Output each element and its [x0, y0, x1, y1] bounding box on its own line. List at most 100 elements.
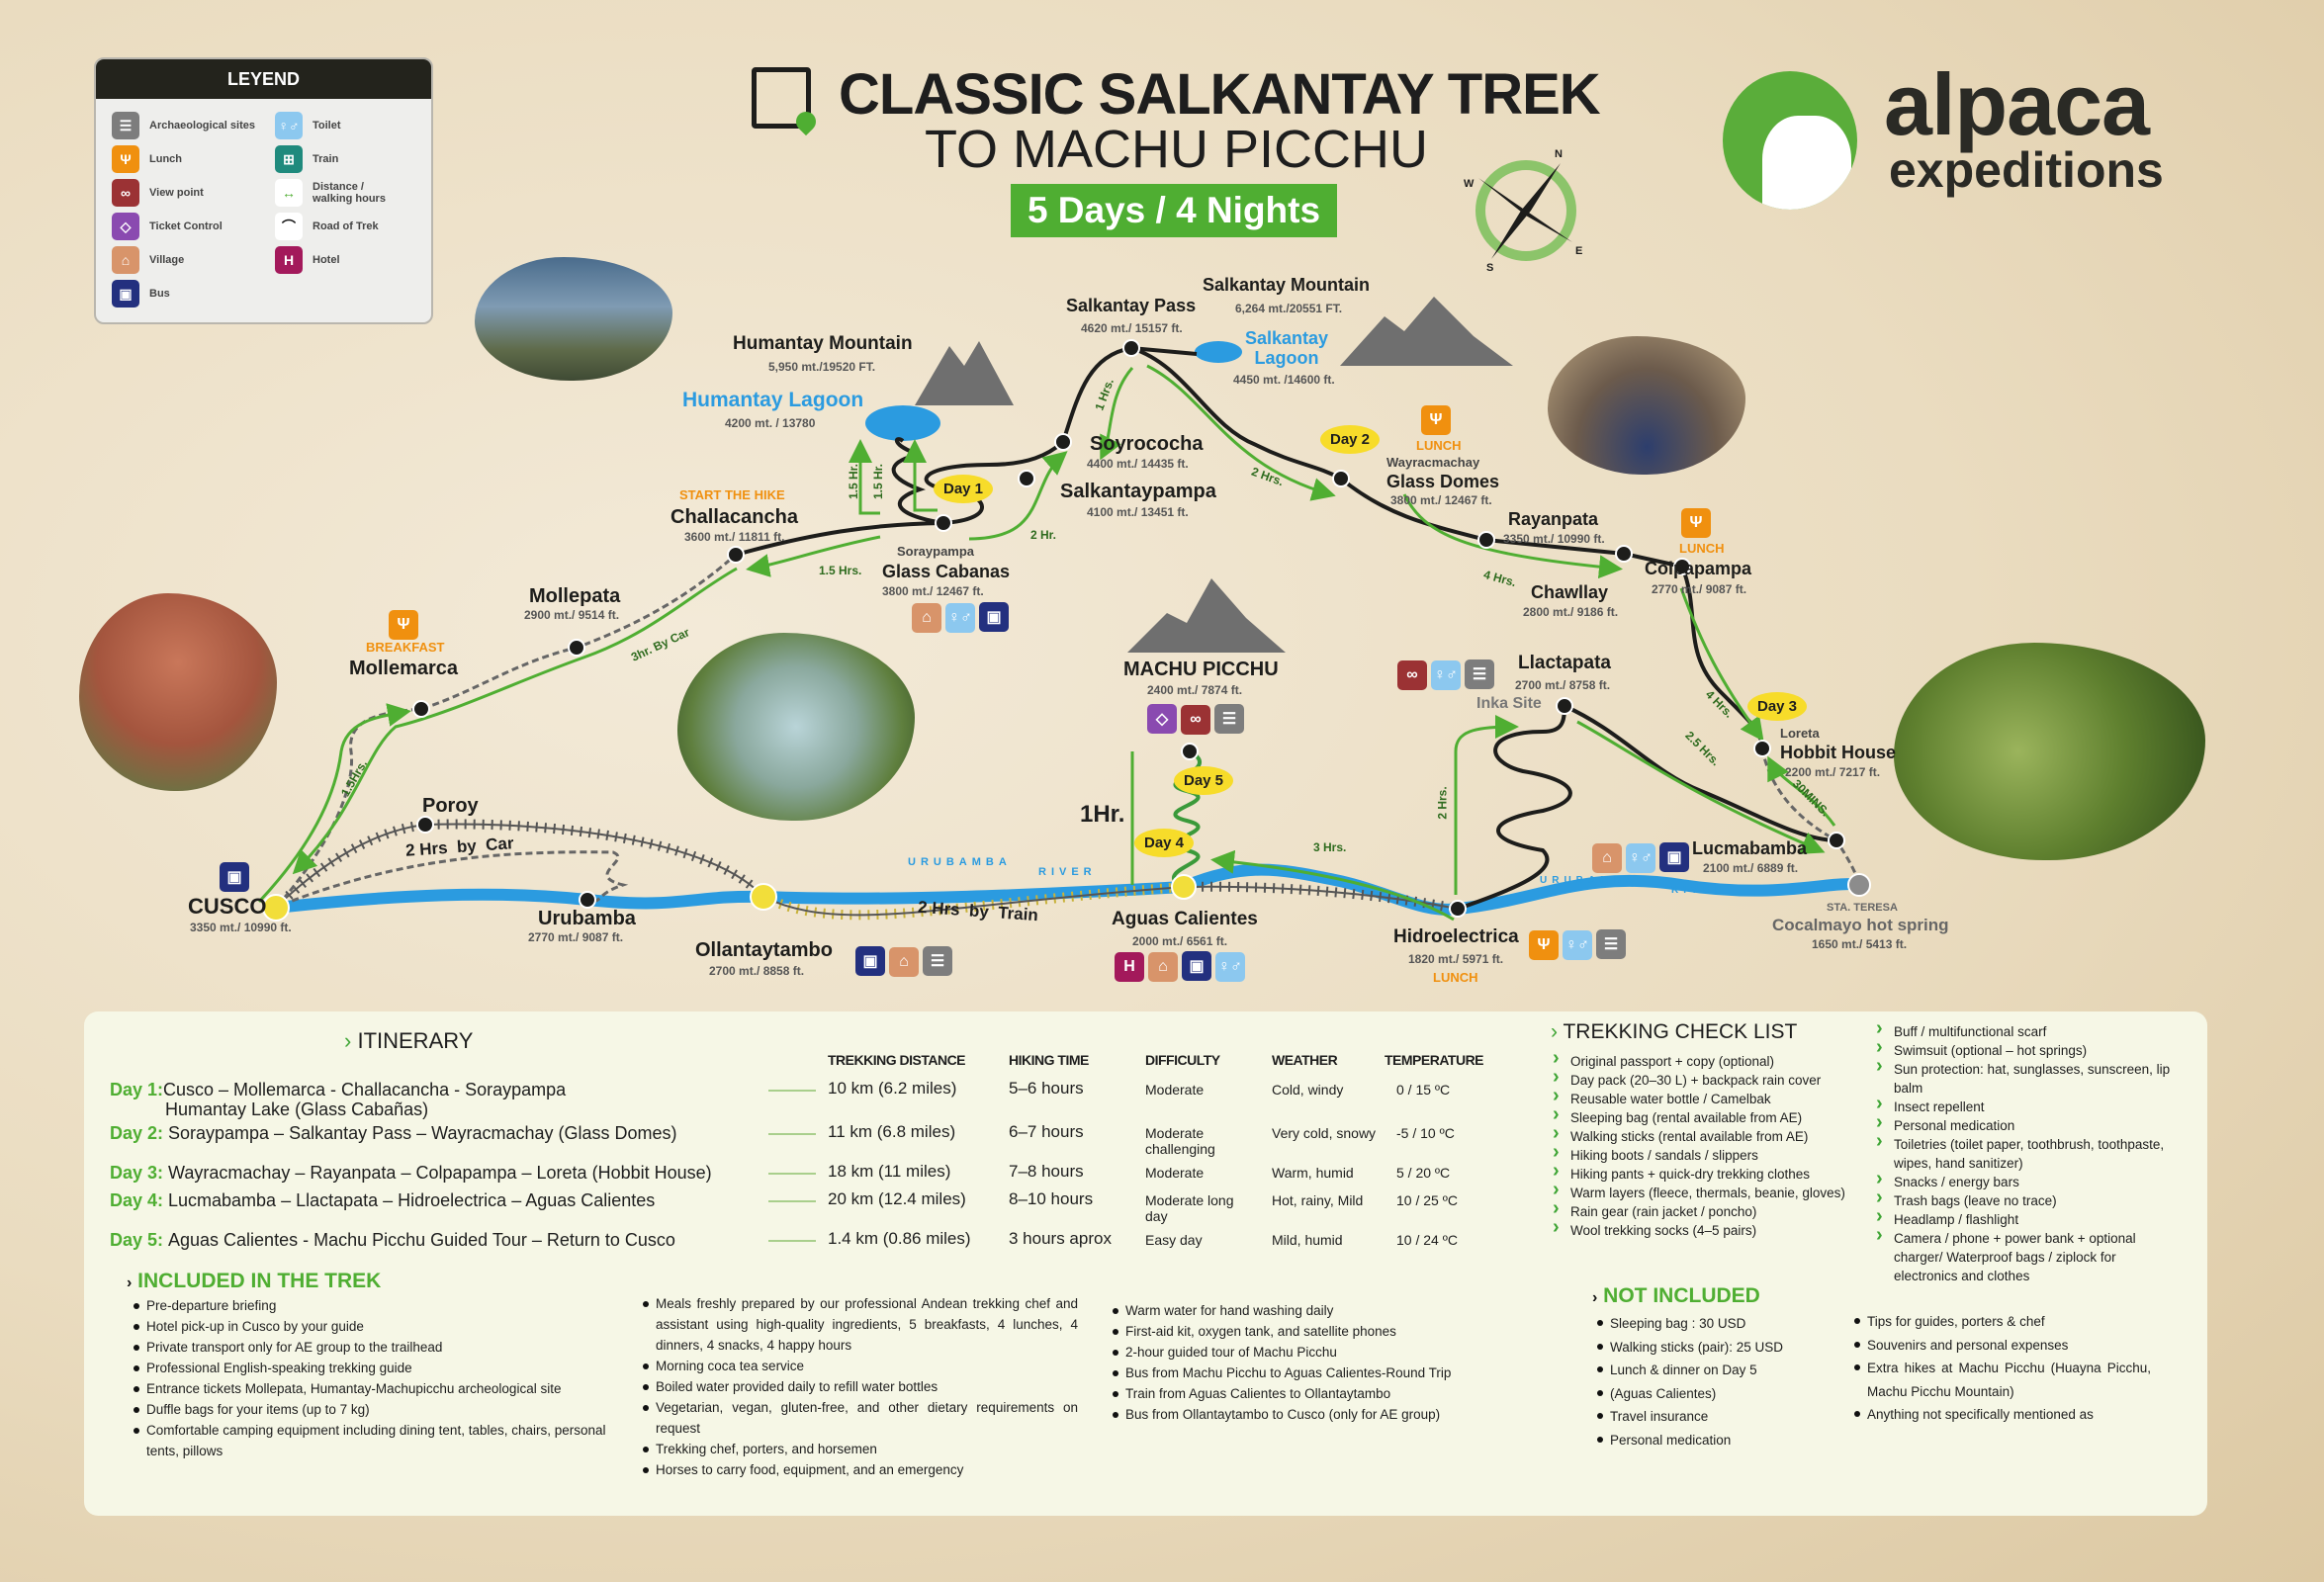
duration-label: 1.5 Hr.	[847, 463, 861, 500]
checklist-title: TREKKING CHECK LIST	[1563, 1020, 1798, 1043]
list-item: Sun protection: hat, sunglasses, sunscre…	[1874, 1057, 2176, 1098]
altitude: 4100 mt./ 13451 ft.	[1087, 505, 1189, 519]
town-stops	[262, 874, 1197, 922]
list-item: Hotel pick-up in Cusco by your guide	[134, 1316, 638, 1337]
aguas-calientes-icons: H⌂▣♀♂	[1115, 951, 1249, 982]
village-icon: ⌂	[889, 947, 919, 977]
legend-label: Distance / walking hours	[313, 181, 386, 205]
inka-site-label: Inka Site	[1476, 695, 1542, 712]
legend-label: Road of Trek	[313, 220, 379, 232]
glass-domes-label: Glass Domes	[1386, 472, 1500, 491]
route: Cusco – Mollemarca - Challacancha - Sora…	[163, 1080, 567, 1099]
included-heading: › INCLUDED IN THE TREK	[127, 1270, 382, 1292]
toilet-icon: ♀♂	[1563, 930, 1592, 960]
duration-label: 1Hr.	[1080, 801, 1125, 828]
ticket-icon: ◇	[112, 213, 139, 240]
cell-distance: 11 km (6.8 miles)	[828, 1122, 956, 1141]
lunch-label: LUNCH	[1433, 970, 1478, 985]
archaeological-icon: ☰	[923, 946, 952, 976]
hobbit-house-label: Hobbit House	[1780, 743, 1896, 762]
sta-teresa-stop	[1847, 873, 1871, 897]
road-icon: ⌒	[275, 213, 303, 240]
archaeological-icon: ☰	[112, 112, 139, 139]
route: Soraypampa – Salkantay Pass – Wayracmach…	[168, 1123, 677, 1143]
not-included-heading: › NOT INCLUDED	[1592, 1284, 1760, 1307]
list-item: Insect repellent	[1874, 1095, 2176, 1116]
legend-label: Toilet	[313, 120, 341, 132]
place-rayanpata: Rayanpata	[1508, 509, 1599, 529]
train-icon: ⊞	[275, 145, 303, 173]
binoculars-icon: ∞	[1397, 660, 1427, 690]
route: Wayracmachay – Rayanpata – Colpapampa – …	[168, 1163, 712, 1183]
duration-label: 3 Hrs.	[1313, 840, 1347, 854]
cell-weather: Warm, humid	[1272, 1165, 1354, 1181]
place-hidroelectrica: Hidroelectrica	[1393, 926, 1519, 947]
lunch-icon: Ψ	[1529, 930, 1559, 960]
altitude: 2700 mt./ 8858 ft.	[709, 964, 805, 978]
list-item: Rain gear (rain jacket / poncho)	[1551, 1199, 1877, 1221]
place-humantay-lagoon: Humantay Lagoon	[682, 389, 864, 411]
list-item: Duffle bags for your items (up to 7 kg)	[134, 1399, 638, 1420]
toilet-icon: ♀♂	[1626, 843, 1655, 873]
lunch-icon: Ψ	[1421, 405, 1455, 435]
connector-line	[768, 1240, 816, 1242]
map-pin-icon	[752, 67, 821, 136]
list-item: Meals freshly prepared by our profession…	[643, 1293, 1078, 1356]
lunch-icon: Ψ	[389, 610, 422, 640]
list-item: Entrance tickets Mollepata, Humantay-Mac…	[134, 1378, 638, 1399]
compass-n: N	[1555, 148, 1563, 160]
toilet-icon: ♀♂	[1431, 660, 1461, 690]
connector-line	[768, 1133, 816, 1135]
place-machu-picchu: MACHU PICCHU	[1123, 659, 1279, 680]
glass-cabanas-label: Glass Cabanas	[882, 562, 1011, 581]
compass-rose-icon	[1475, 160, 1576, 261]
village-icon: ⌂	[112, 246, 139, 274]
hidroelectrica-icons: Ψ♀♂☰	[1529, 929, 1630, 960]
brand-name: alpaca	[1884, 55, 2150, 153]
title-line-1: CLASSIC SALKANTAY TREK	[839, 62, 1601, 127]
altitude: 1650 mt./ 5413 ft.	[1812, 937, 1908, 951]
altitude: 6,264 mt./20551 FT.	[1235, 302, 1343, 315]
place-soyrococha: Soyrococha	[1090, 433, 1204, 455]
place-urubamba: Urubamba	[538, 908, 636, 929]
altitude: 2100 mt./ 6889 ft.	[1703, 861, 1799, 875]
day-label: Day 1:	[110, 1080, 164, 1099]
day-1-badge: Day 1	[934, 475, 994, 503]
header-distance: TREKKING DISTANCE	[828, 1052, 966, 1068]
altitude: 4620 mt./ 15157 ft.	[1081, 321, 1183, 335]
legend-item: ∞View point	[112, 176, 275, 210]
train-tracks	[278, 819, 1459, 921]
bus-icon: ▣	[855, 946, 885, 976]
day-5-badge: Day 5	[1174, 766, 1234, 795]
place-soraypampa: Soraypampa	[897, 544, 975, 559]
list-item: Warm layers (fleece, thermals, beanie, g…	[1551, 1181, 1877, 1202]
altitude: 2000 mt./ 6561 ft.	[1132, 934, 1228, 948]
alpaca-logo-icon	[1723, 71, 1857, 210]
altitude: 2800 mt./ 9186 ft.	[1523, 605, 1619, 619]
cell-time: 5–6 hours	[1009, 1079, 1084, 1098]
place-lucmabamba: Lucmabamba	[1692, 838, 1808, 858]
route: Lucmabamba – Llactapata – Hidroelectrica…	[168, 1190, 656, 1210]
bus-icon: ▣	[1659, 842, 1689, 872]
river-label: URUBAMBA	[1540, 875, 1638, 886]
list-item: Travel insurance	[1597, 1405, 1844, 1429]
list-item: Anything not specifically mentioned as	[1854, 1403, 2151, 1427]
not-included-title: NOT INCLUDED	[1603, 1284, 1760, 1307]
list-item: Personal medication	[1874, 1113, 2176, 1135]
altitude: 3800 mt./ 12467 ft.	[1390, 493, 1492, 507]
list-item: Comfortable camping equipment including …	[134, 1420, 638, 1461]
cell-distance: 1.4 km (0.86 miles)	[828, 1229, 971, 1248]
header-temperature: TEMPERATURE	[1385, 1052, 1484, 1068]
lunch-label: LUNCH	[1679, 541, 1725, 556]
altitude: 1820 mt./ 5971 ft.	[1408, 952, 1504, 966]
place-ollantaytambo: Ollantaytambo	[695, 939, 833, 961]
legend-item: ⊞Train	[275, 142, 402, 176]
list-item: Toiletries (toilet paper, toothbrush, to…	[1874, 1132, 2176, 1173]
cell-difficulty: Moderate	[1145, 1082, 1205, 1098]
list-item: Extra hikes at Machu Picchu (Huayna Picc…	[1854, 1357, 2151, 1403]
bus-icon: ▣	[112, 280, 139, 308]
place-loreta: Loreta	[1780, 726, 1820, 741]
cusco-photo	[79, 593, 277, 791]
